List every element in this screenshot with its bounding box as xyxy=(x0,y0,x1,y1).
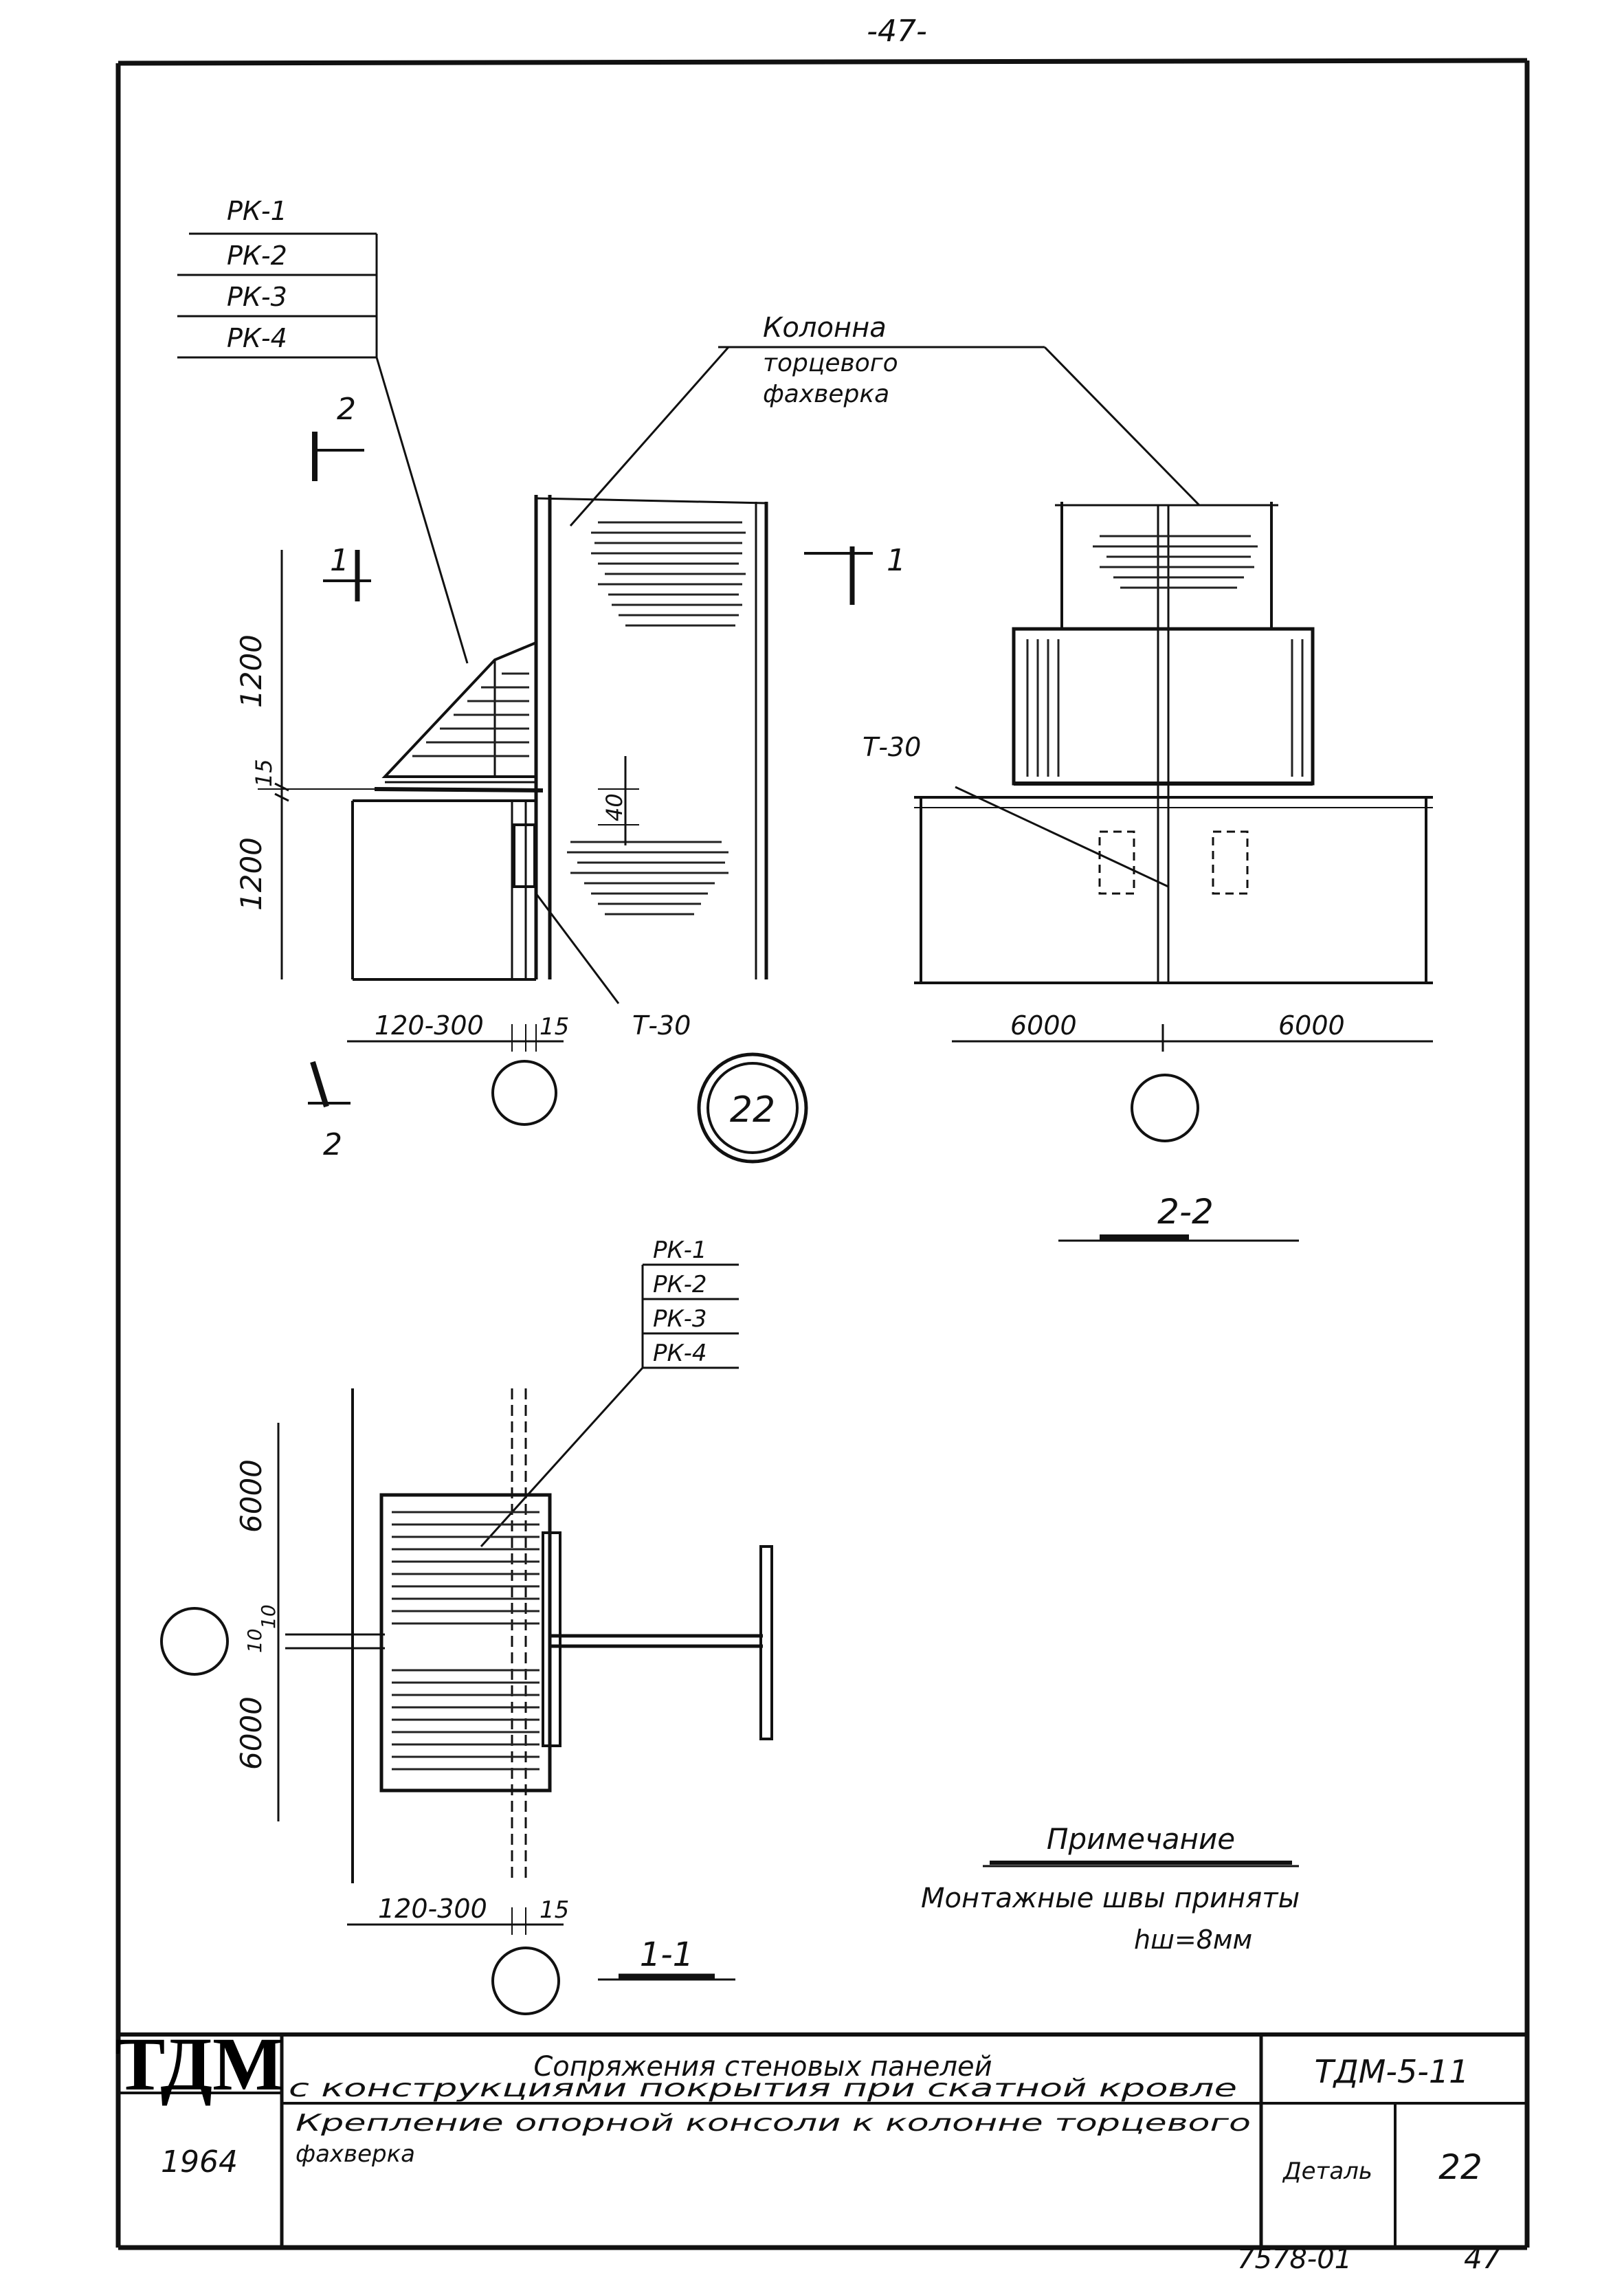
dim-15-top: 15 xyxy=(540,1013,569,1041)
title-line-1: Сопряжения стеновых панелей xyxy=(533,2051,992,2083)
section-2-2-title: 2-2 xyxy=(1157,1192,1214,1232)
t30-label-elevation: Т-30 xyxy=(632,1010,691,1041)
rk-label-3-b: РК-3 xyxy=(653,1305,707,1333)
section-1-1-title: 1-1 xyxy=(640,1936,693,1974)
section-2-label-bottom: 2 xyxy=(323,1127,342,1162)
rk-label-1-b: РК-1 xyxy=(653,1237,707,1264)
subtitle-line-2: фахверка xyxy=(296,2140,415,2168)
rk-label-3: РК-3 xyxy=(227,282,287,312)
detail-label: Деталь xyxy=(1282,2158,1372,2185)
drawing-code: 7578-01 xyxy=(1237,2243,1352,2273)
detail-number: 22 xyxy=(730,1089,775,1131)
note-title: Примечание xyxy=(1047,1822,1235,1856)
section-2-2-view xyxy=(569,346,1433,1242)
dim-120-300-bottom: 120-300 xyxy=(378,1894,487,1924)
t30-label-section: Т-30 xyxy=(863,732,921,762)
dim-6000-v1: 6000 xyxy=(234,1459,268,1533)
series-code: ТДМ-5-11 xyxy=(1315,2053,1469,2090)
dim-1200-bottom: 1200 xyxy=(234,837,268,911)
detail-marker-outer xyxy=(697,1052,808,1164)
dim-10a: 10 xyxy=(257,1604,280,1629)
section-1-label-right: 1 xyxy=(887,543,906,578)
section-1-label-left: 1 xyxy=(330,543,349,578)
sheet-footer: 7578-01 47 xyxy=(1237,2241,1501,2273)
dim-15-bottom: 15 xyxy=(540,1896,569,1924)
note: Примечание Монтажные швы приняты hш=8мм xyxy=(921,1822,1300,1955)
rk-label-2-b: РК-2 xyxy=(653,1271,707,1298)
title-block-text: ТДМ 1964 Сопряжения стеновых панелей с к… xyxy=(115,2022,1482,2187)
section-2-label-top: 2 xyxy=(337,392,356,427)
dim-1200-top: 1200 xyxy=(234,634,268,708)
callouts-bottom: РК-1 РК-2 РК-3 РК-4 xyxy=(653,1237,707,1367)
rk-label-1: РК-1 xyxy=(227,196,287,226)
column-title-1: Колонна xyxy=(763,312,887,344)
dimension-labels: 1200 15 1200 40 120-300 15 6000 6000 600… xyxy=(234,634,1345,1924)
sheet-number: 47 xyxy=(1464,2241,1501,2273)
column-title-2: торцевого xyxy=(763,349,898,377)
rk-label-2: РК-2 xyxy=(227,241,287,271)
dim-6000-right: 6000 xyxy=(1278,1010,1345,1041)
detail-value: 22 xyxy=(1438,2147,1482,2187)
sheet-frame xyxy=(115,58,1530,2250)
detail-marker-inner xyxy=(707,1062,799,1154)
note-line-2: hш=8мм xyxy=(1134,1925,1252,1955)
dim-120-300-top: 120-300 xyxy=(375,1010,484,1041)
dim-40: 40 xyxy=(601,793,627,821)
page-number: -47- xyxy=(867,14,927,49)
dim-6000-left: 6000 xyxy=(1010,1010,1077,1041)
title-line-2: с конструкциями покрытия при скатной кро… xyxy=(289,2074,1237,2103)
dim-15-left: 15 xyxy=(251,759,277,787)
rk-label-4-b: РК-4 xyxy=(653,1340,707,1367)
callouts-top: РК-1 РК-2 РК-3 РК-4 Колонна торцевого фа… xyxy=(227,196,1214,1974)
title-block xyxy=(118,2032,1527,2248)
dim-6000-v2: 6000 xyxy=(234,1696,268,1770)
section-1-1-view xyxy=(160,1263,773,2015)
column-title-3: фахверка xyxy=(763,380,889,408)
dim-10b: 10 xyxy=(243,1628,266,1653)
subtitle-line-1: Крепление опорной консоли к колонне торц… xyxy=(296,2109,1251,2137)
year: 1964 xyxy=(161,2144,238,2180)
tdm-logo: ТДМ xyxy=(115,2022,284,2106)
rk-label-4: РК-4 xyxy=(227,323,287,353)
elevation-view xyxy=(177,232,768,1126)
note-line-1: Монтажные швы приняты xyxy=(921,1883,1300,1914)
